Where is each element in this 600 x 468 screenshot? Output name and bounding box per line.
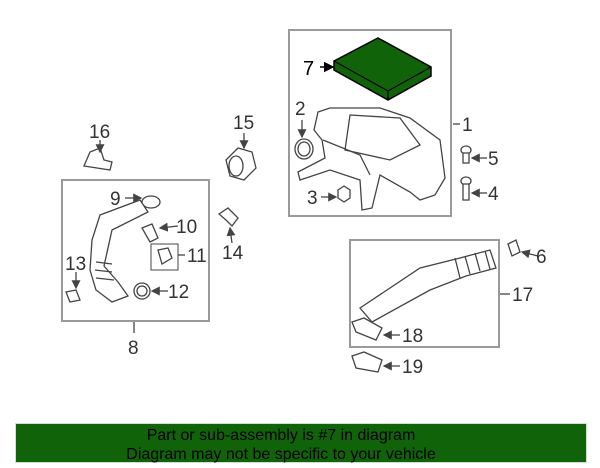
callout-18[interactable]: 18 (402, 326, 423, 347)
banner-line-1: Part or sub-assembly is #7 in diagram (146, 427, 416, 444)
callout-13[interactable]: 13 (65, 254, 86, 275)
part-13-sensor[interactable] (65, 289, 81, 303)
callout-1[interactable]: 1 (462, 115, 473, 136)
callout-19[interactable]: 19 (402, 357, 423, 378)
part-11-box (150, 243, 179, 271)
assembly-box-8 (61, 179, 210, 322)
assembly-box-1 (288, 29, 452, 217)
assembly-box-17 (349, 239, 500, 348)
callout-3[interactable]: 3 (307, 188, 318, 209)
part-6-clip[interactable] (507, 239, 521, 257)
callout-5[interactable]: 5 (488, 149, 499, 170)
part-19-gasket[interactable] (351, 351, 383, 373)
callout-4[interactable]: 4 (488, 184, 499, 205)
callout-15[interactable]: 15 (233, 113, 254, 134)
callout-7[interactable]: 7 (303, 58, 314, 80)
callout-16[interactable]: 16 (89, 122, 110, 143)
part-notice-banner: Part or sub-assembly is #7 in diagram Di… (15, 423, 587, 463)
part-15-mass-air-flow-sensor[interactable] (225, 147, 257, 181)
callout-17[interactable]: 17 (512, 285, 533, 306)
part-16-bracket[interactable] (83, 147, 113, 171)
part-14-clip[interactable] (217, 207, 239, 227)
part-12-ring-inner (136, 285, 148, 297)
callout-6[interactable]: 6 (536, 247, 547, 268)
callout-11[interactable]: 11 (187, 246, 207, 267)
part-5-bolt[interactable] (460, 145, 472, 164)
part-3-nut[interactable] (337, 185, 351, 203)
part-8-intake-duct[interactable] (89, 199, 149, 303)
banner-line-2: Diagram may not be specific to your vehi… (126, 446, 436, 463)
part-10-hose[interactable] (141, 223, 159, 243)
part-1-air-cleaner-housing[interactable] (297, 107, 446, 211)
part-11-connector[interactable] (157, 247, 173, 265)
callout-8[interactable]: 8 (128, 338, 139, 359)
callout-2[interactable]: 2 (295, 99, 306, 120)
part-4-bolt[interactable] (460, 176, 472, 201)
callout-12[interactable]: 12 (168, 282, 189, 303)
callout-14[interactable]: 14 (222, 243, 244, 264)
part-2-seal-inner (297, 141, 311, 157)
part-17-air-duct[interactable] (359, 249, 497, 323)
part-18-seal[interactable] (351, 317, 383, 341)
callout-9[interactable]: 9 (110, 189, 121, 210)
part-7-air-filter[interactable] (333, 37, 432, 101)
callout-10[interactable]: 10 (176, 217, 197, 238)
